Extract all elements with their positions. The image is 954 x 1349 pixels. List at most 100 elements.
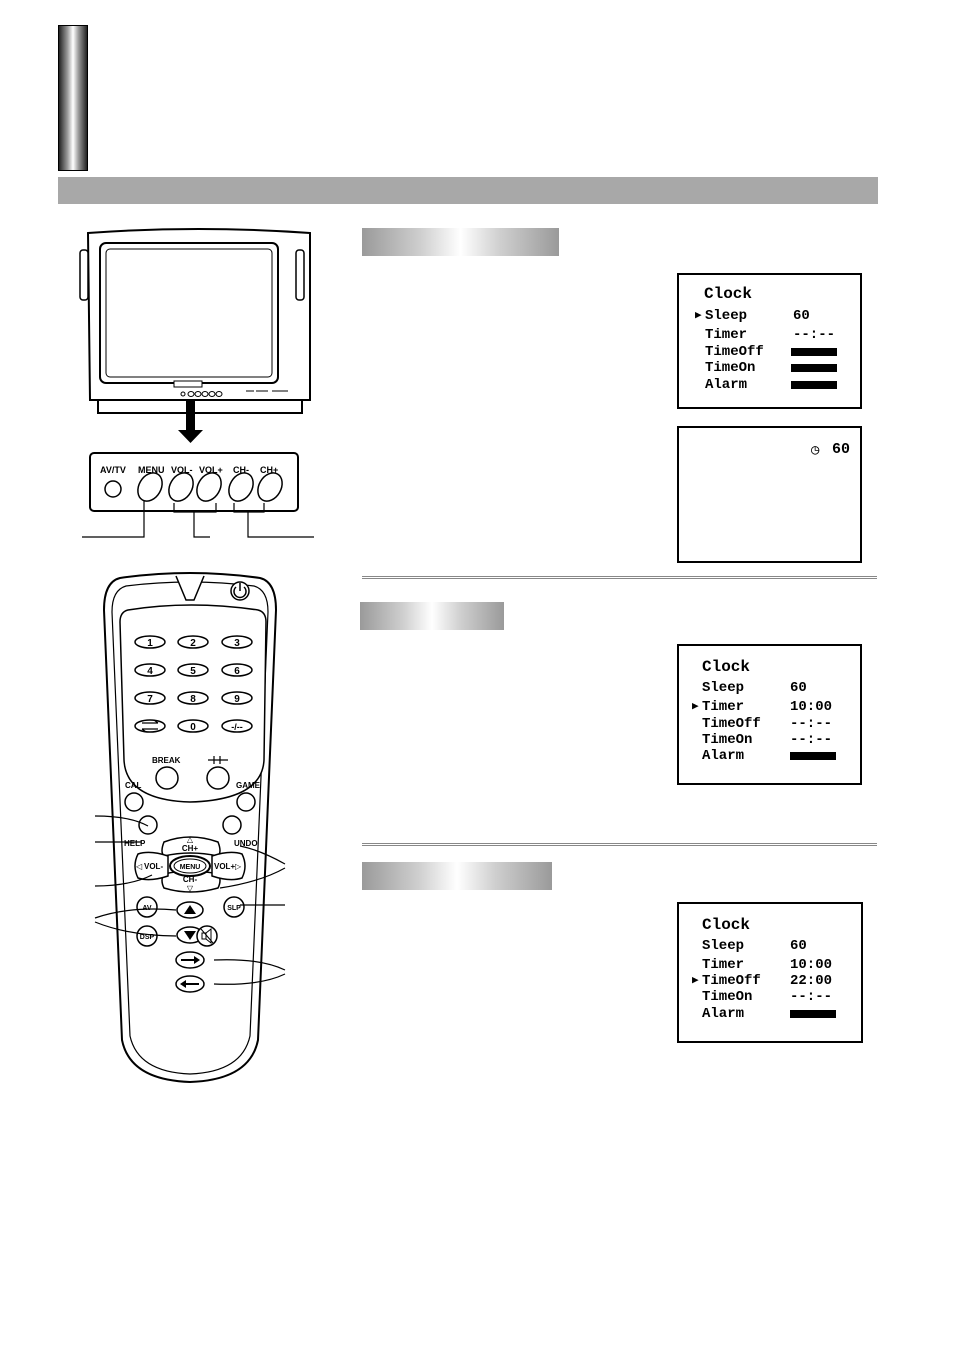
power-icon[interactable]	[230, 581, 250, 601]
digit-9-button[interactable]	[221, 691, 253, 705]
tv-body	[79, 228, 311, 414]
direction-pad: △ CH+ CH- ▽ ◁ VOL- VOL+ ▷ MENU	[134, 835, 246, 893]
panel-ch-minus-button[interactable]	[224, 469, 258, 506]
undo-button[interactable]	[222, 815, 242, 835]
vol-plus-button[interactable]	[211, 851, 246, 881]
osd-clock-menu-timer: Clock Sleep 60 ▶ Timer 10:00 TimeOff --:…	[677, 644, 862, 785]
panel-label-ch-minus: CH-	[233, 465, 249, 475]
dash-button[interactable]	[221, 719, 253, 733]
right-triangle-icon: ▷	[235, 862, 242, 871]
left-arrow-icon	[180, 980, 199, 988]
osd-sleep-indicator: ◷ 60	[677, 426, 862, 563]
osd-row-sleep: ▶ Sleep 60	[695, 308, 810, 324]
dash-label: -/--	[231, 722, 243, 732]
digit-3-button[interactable]	[221, 635, 253, 649]
dsp-label: DSP	[140, 934, 155, 941]
header-band	[58, 177, 878, 204]
panel-avtv-button[interactable]	[104, 480, 122, 498]
tv-illustration: AV/TV MENU VOL- VOL+ CH- CH+	[79, 228, 314, 538]
digit-7-label: 7	[147, 694, 153, 705]
clock-icon: ◷	[811, 443, 820, 459]
digit-4-button[interactable]	[134, 663, 166, 677]
undo-label: UNDO	[234, 839, 258, 848]
game-button[interactable]	[236, 792, 256, 812]
dsp-button[interactable]	[136, 925, 158, 947]
game-label: GAME	[236, 781, 261, 790]
cal-label: CAL	[125, 781, 142, 790]
blank-value-bar	[791, 348, 837, 356]
section-tab-timer	[360, 602, 504, 630]
digit-2-button[interactable]	[177, 635, 209, 649]
panel-vol-plus-button[interactable]	[192, 469, 226, 506]
panel-callout-lines	[82, 501, 314, 538]
osd-row-sleep: Sleep 60	[702, 938, 807, 954]
hold-button[interactable]	[206, 766, 230, 790]
digit-6-button[interactable]	[221, 663, 253, 677]
slp-label: SLP	[227, 905, 241, 912]
panel-ch-plus-button[interactable]	[253, 469, 287, 506]
break-button[interactable]	[155, 766, 179, 790]
panel-label-avtv: AV/TV	[100, 465, 126, 475]
mute-icon	[200, 927, 214, 945]
swap-button[interactable]	[134, 719, 166, 733]
blank-value-bar	[790, 1010, 836, 1018]
digit-1-label: 1	[147, 638, 153, 649]
remote-illustration: 1 2 3 4 5 6 7 8 9 0 -/-- BREAK CAL GAME …	[102, 572, 278, 1084]
panel-label-vol-plus: VOL+	[199, 465, 223, 475]
vol-minus-button[interactable]	[134, 851, 169, 881]
blank-value-bar	[791, 381, 837, 389]
break-label: BREAK	[152, 756, 181, 765]
osd-title: Clock	[704, 285, 753, 303]
hold-icon	[208, 756, 228, 764]
digit-0-label: 0	[190, 722, 196, 733]
osd-row-timeon: TimeOn --:--	[702, 989, 833, 1005]
panel-vol-minus-button[interactable]	[164, 469, 198, 506]
break-hold-row: BREAK	[152, 756, 230, 790]
down-arrow-icon	[184, 931, 196, 940]
digit-7-button[interactable]	[134, 691, 166, 705]
osd-row-timeon: TimeOn --:--	[702, 732, 833, 748]
osd-row-timeoff: ▶ TimeOff 22:00	[692, 973, 833, 989]
digit-1-button[interactable]	[134, 635, 166, 649]
osd-row-timeoff: TimeOff --:--	[702, 716, 833, 732]
up-arrow-icon	[184, 905, 196, 914]
panel-label-ch-plus: CH+	[260, 465, 278, 475]
av-button[interactable]	[136, 896, 158, 918]
help-label: HELP	[124, 839, 146, 848]
osd-title: Clock	[702, 916, 751, 934]
section-tab-timeoff	[362, 862, 552, 890]
osd-row-timer: Timer 10:00	[702, 957, 833, 973]
remote-callout-lines	[94, 815, 286, 985]
right-arrow-icon	[181, 956, 200, 964]
help-button[interactable]	[138, 815, 158, 835]
cal-game-row: CAL GAME HELP UNDO	[124, 781, 261, 848]
cal-button[interactable]	[124, 792, 144, 812]
blank-value-bar	[790, 752, 836, 760]
ch-minus-label: CH-	[183, 875, 198, 884]
panel-label-vol-minus: VOL-	[171, 465, 193, 475]
digit-3-label: 3	[234, 638, 240, 649]
osd-row-timer: Timer --:--	[705, 327, 836, 343]
selector-arrow-icon: ▶	[695, 310, 702, 322]
osd-row-alarm: Alarm	[705, 377, 855, 394]
digit-5-button[interactable]	[177, 663, 209, 677]
osd-row-timer: ▶ Timer 10:00	[692, 699, 833, 715]
section-divider	[362, 843, 877, 846]
digit-6-label: 6	[234, 666, 240, 677]
slp-button[interactable]	[223, 896, 245, 918]
section-tab-sleep	[362, 228, 559, 256]
digit-buttons: 1 2 3 4 5 6 7 8 9 0 -/--	[134, 635, 253, 733]
chapter-marker-bar	[58, 25, 88, 171]
panel-menu-button[interactable]	[133, 469, 167, 506]
lower-buttons: AV SLP DSP	[136, 896, 245, 993]
sleep-indicator-value: 60	[832, 441, 851, 458]
up-triangle-icon: △	[187, 835, 194, 844]
digit-0-button[interactable]	[177, 719, 209, 733]
digit-8-button[interactable]	[177, 691, 209, 705]
osd-clock-menu-timeoff: Clock Sleep 60 Timer 10:00 ▶ TimeOff 22:…	[677, 902, 863, 1043]
selector-arrow-icon: ▶	[692, 975, 699, 987]
ch-plus-label: CH+	[182, 844, 199, 853]
section-divider	[362, 576, 877, 579]
vol-plus-label: VOL+	[214, 862, 235, 871]
osd-clock-menu-sleep: Clock ▶ Sleep 60 Timer --:-- TimeOff Tim…	[677, 273, 862, 409]
